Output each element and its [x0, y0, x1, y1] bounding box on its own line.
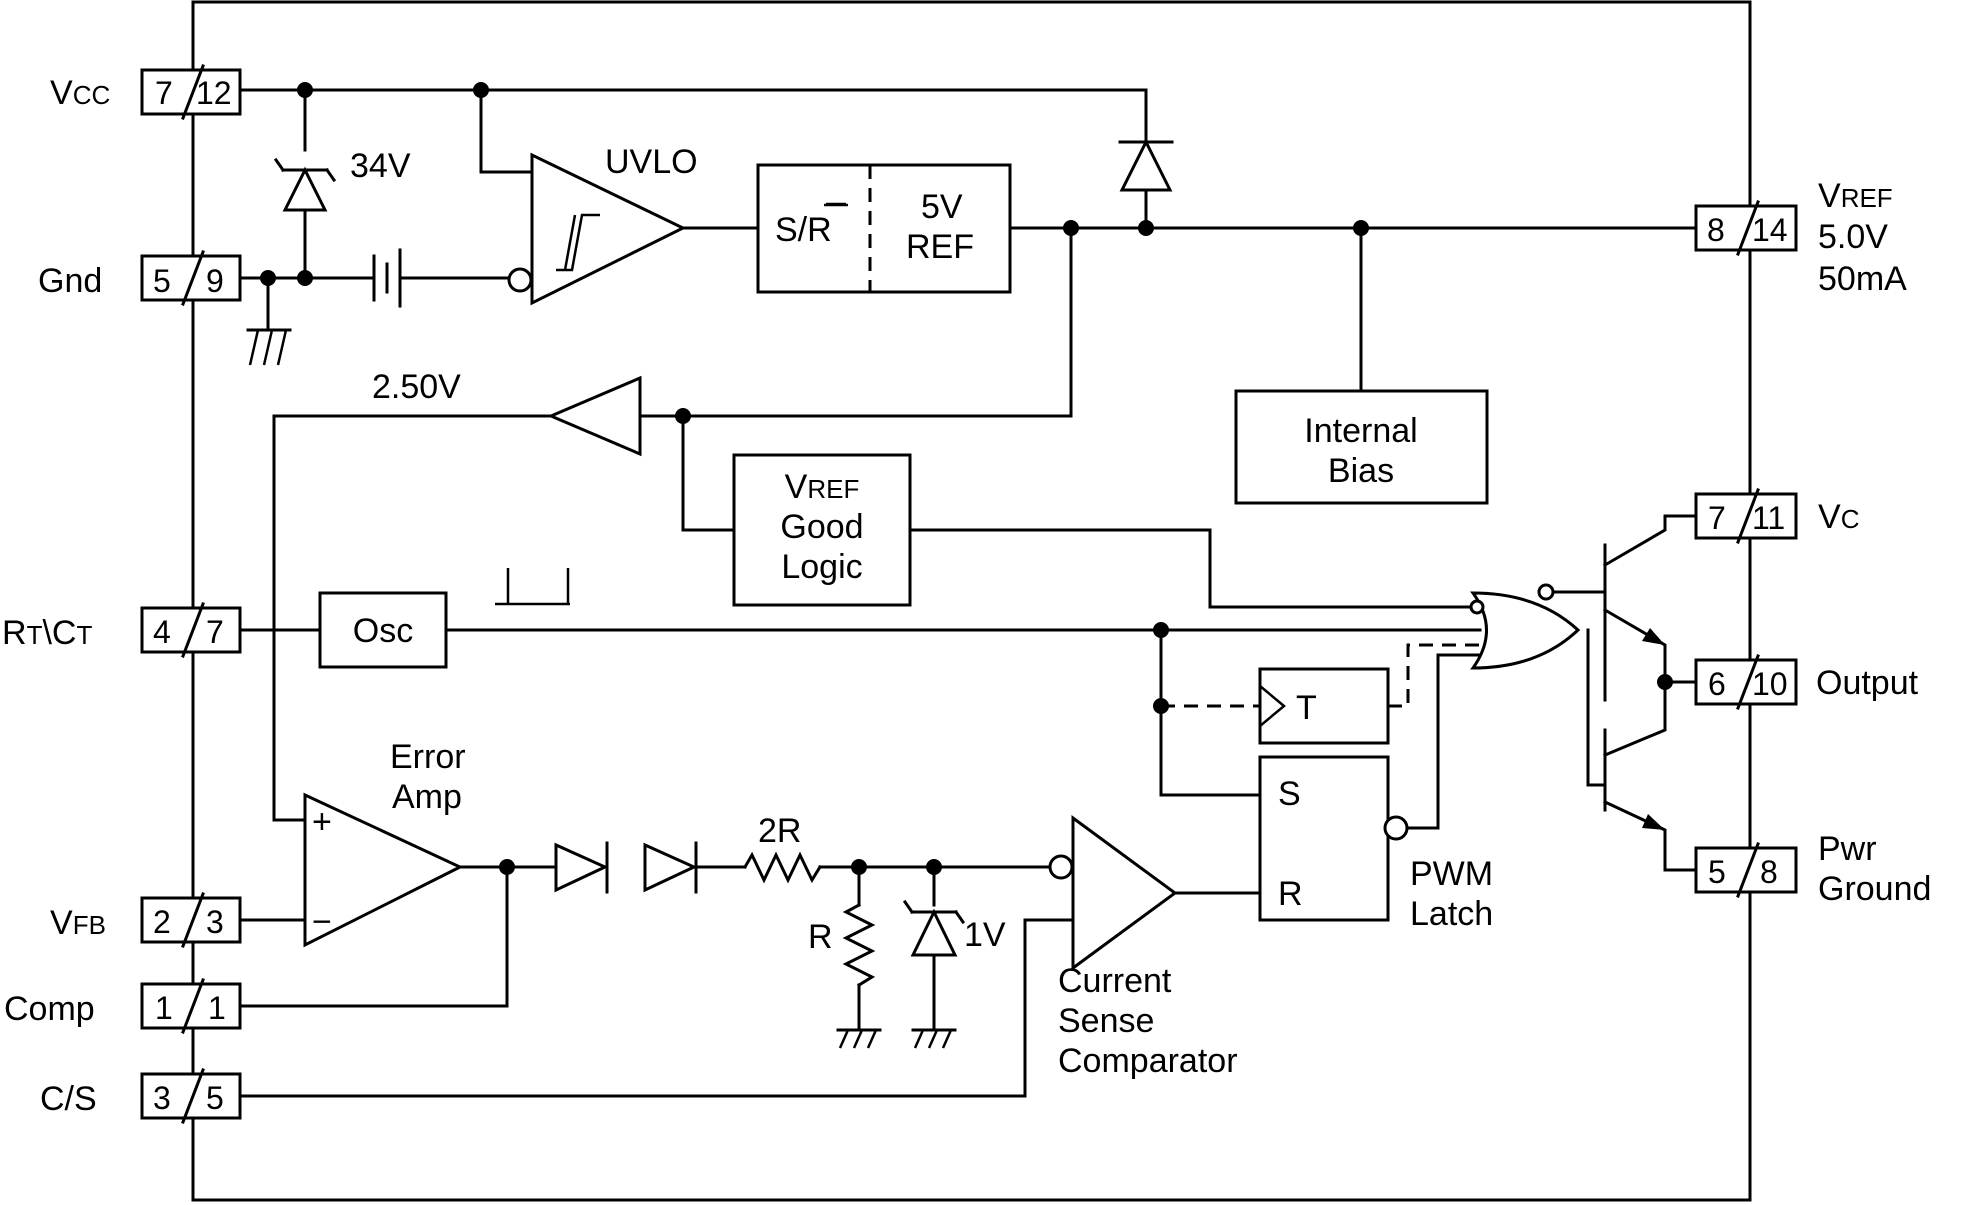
uvlo-label: UVLO	[605, 143, 698, 181]
ground-symbol-gnd	[246, 328, 292, 366]
sr-label: S/R	[775, 211, 832, 249]
pin-vc-left-number: 7	[1708, 500, 1726, 536]
pin-gnd-left-number: 5	[153, 263, 171, 299]
pin-vfb-label: VFB	[50, 904, 106, 942]
internal-bias-line2: Bias	[1328, 452, 1394, 490]
pin-pwr-ground: 5 8 Pwr Ground	[1694, 830, 1931, 908]
ref-250-label: 2.50V	[372, 368, 461, 406]
osc-label: Osc	[353, 612, 413, 650]
pin-vcc-right-number: 12	[196, 75, 232, 111]
pin-comp-label: Comp	[4, 990, 95, 1028]
pin-output-left-number: 6	[1708, 666, 1726, 702]
pin-comp-right-number: 1	[208, 990, 226, 1026]
clock-pulse-icon	[495, 568, 570, 606]
junction-dots	[260, 82, 1673, 875]
pin-cs: C/S 3 5	[40, 1068, 242, 1124]
series-diodes	[554, 841, 698, 894]
vref-good-line2: Good	[780, 508, 863, 546]
oscillator-block: Osc	[318, 568, 570, 669]
pin-pwrgnd-right-number: 8	[1760, 854, 1778, 890]
pin-gnd-right-number: 9	[206, 263, 224, 299]
pin-output-right-number: 10	[1752, 666, 1788, 702]
pin-vref-current: 50mA	[1818, 260, 1907, 298]
vref-good-line3: Logic	[781, 548, 862, 586]
ref-label: REF	[906, 228, 974, 266]
pin-vref-label: VREF	[1818, 177, 1893, 215]
internal-bias-line1: Internal	[1304, 412, 1417, 450]
internal-bias-block: Internal Bias	[1234, 389, 1489, 505]
zener-34v-label: 34V	[350, 147, 411, 185]
pin-comp: Comp 1 1	[4, 978, 242, 1034]
pin-cs-left-number: 3	[153, 1080, 171, 1116]
pin-vc-right-number: 11	[1752, 500, 1785, 536]
pwm-latch: S R PWM Latch	[1258, 755, 1493, 933]
uvlo-comparator: UVLO	[507, 143, 698, 306]
pin-vfb: VFB 2 3	[50, 892, 242, 948]
pin-output: 6 10 Output	[1694, 654, 1919, 710]
resistor-r-label: R	[808, 918, 833, 956]
pin-vcc: VCC 7 12	[50, 64, 242, 120]
resistor-2r: 2R	[742, 812, 823, 884]
ground-symbol-zener	[911, 1028, 957, 1049]
toggle-flipflop: T	[1258, 667, 1390, 745]
pin-vfb-left-number: 2	[153, 904, 171, 940]
pin-gnd: Gnd 5 9	[38, 250, 242, 306]
latch-s-label: S	[1278, 775, 1301, 813]
pin-cs-right-number: 5	[206, 1080, 224, 1116]
pin-rtct-left-number: 4	[153, 614, 171, 650]
pin-vfb-right-number: 3	[206, 904, 224, 940]
resistor-r: R	[808, 902, 876, 988]
pin-cs-label: C/S	[40, 1080, 97, 1118]
ground-symbol-r	[836, 1028, 882, 1049]
pwm-latch-line1: PWM	[1410, 855, 1493, 893]
pin-gnd-label: Gnd	[38, 262, 102, 300]
error-amp-line1: Error	[390, 738, 466, 776]
pin-rtct-label: RT\CT	[2, 614, 92, 652]
output-transistors	[1603, 543, 1665, 830]
reference-block: S/R 5V REF	[756, 163, 1012, 294]
ref-5v-label: 5V	[921, 188, 963, 226]
nor-gate	[1469, 583, 1581, 670]
ic-outline	[191, 0, 1752, 1202]
error-amp: + − Error Amp	[303, 738, 466, 948]
pin-vc: 7 11 VC	[1694, 488, 1859, 544]
pin-vc-label: VC	[1818, 498, 1859, 536]
ref-250-buffer: 2.50V	[372, 368, 642, 457]
pin-vcc-label: VCC	[50, 74, 110, 112]
zener-1v: 1V	[902, 899, 1006, 957]
zener-34v: 34V	[273, 147, 411, 212]
pin-vref-voltage: 5.0V	[1818, 218, 1888, 256]
resistor-2r-label: 2R	[758, 812, 801, 850]
csc-line3: Comparator	[1058, 1042, 1238, 1080]
current-sense-comparator: Current Sense Comparator	[1048, 815, 1238, 1080]
pin-pwrgnd-label-line1: Pwr	[1818, 830, 1877, 868]
pin-output-label: Output	[1816, 664, 1919, 702]
pin-vref: 8 14 VREF 5.0V 50mA	[1694, 177, 1907, 298]
pwm-latch-line2: Latch	[1410, 895, 1493, 933]
pin-vref-right-number: 14	[1752, 212, 1788, 248]
error-amp-plus: +	[312, 803, 332, 841]
pin-rtct: RT\CT 4 7	[2, 602, 242, 658]
vref-good-logic-block: VREF Good Logic	[732, 453, 912, 607]
battery-symbol	[372, 248, 402, 308]
latch-r-label: R	[1278, 875, 1303, 913]
pin-vcc-left-number: 7	[155, 75, 173, 111]
vref-good-line1: VREF	[785, 468, 860, 506]
error-amp-minus: −	[312, 903, 332, 941]
pin-vref-left-number: 8	[1707, 212, 1725, 248]
toggle-label: T	[1296, 689, 1317, 727]
pin-comp-left-number: 1	[155, 990, 173, 1026]
pin-rtct-right-number: 7	[206, 614, 224, 650]
csc-line2: Sense	[1058, 1002, 1154, 1040]
diode-vcc-vref	[1118, 138, 1174, 192]
csc-line1: Current	[1058, 962, 1172, 1000]
error-amp-line2: Amp	[392, 778, 462, 816]
wires	[238, 88, 1698, 1098]
pin-pwrgnd-label-line2: Ground	[1818, 870, 1931, 908]
zener-1v-label: 1V	[964, 916, 1006, 954]
pin-pwrgnd-left-number: 5	[1708, 854, 1726, 890]
